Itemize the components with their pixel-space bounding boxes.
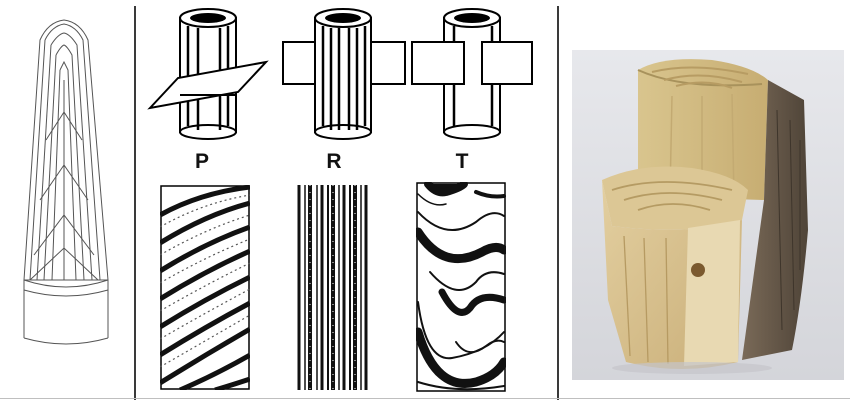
label-t: T	[442, 150, 482, 174]
texture-r-radial-section	[296, 185, 368, 390]
bottom-rule	[0, 398, 850, 399]
label-r: R	[314, 150, 354, 174]
cylinder-r-radial-cut	[279, 4, 409, 144]
growth-cone-panel	[0, 0, 134, 405]
texture-p-cross-section	[160, 185, 250, 390]
growth-cone-drawing	[0, 0, 134, 405]
label-p: P	[182, 150, 222, 174]
texture-t-tangential-section	[416, 182, 506, 392]
cylinder-t-tangential-cut	[408, 4, 538, 144]
cutting-planes-panel: P R T	[134, 0, 558, 405]
cylinder-p-transverse-cut	[140, 4, 270, 144]
wood-block-photo	[572, 50, 844, 380]
wood-photo-panel	[558, 0, 850, 405]
